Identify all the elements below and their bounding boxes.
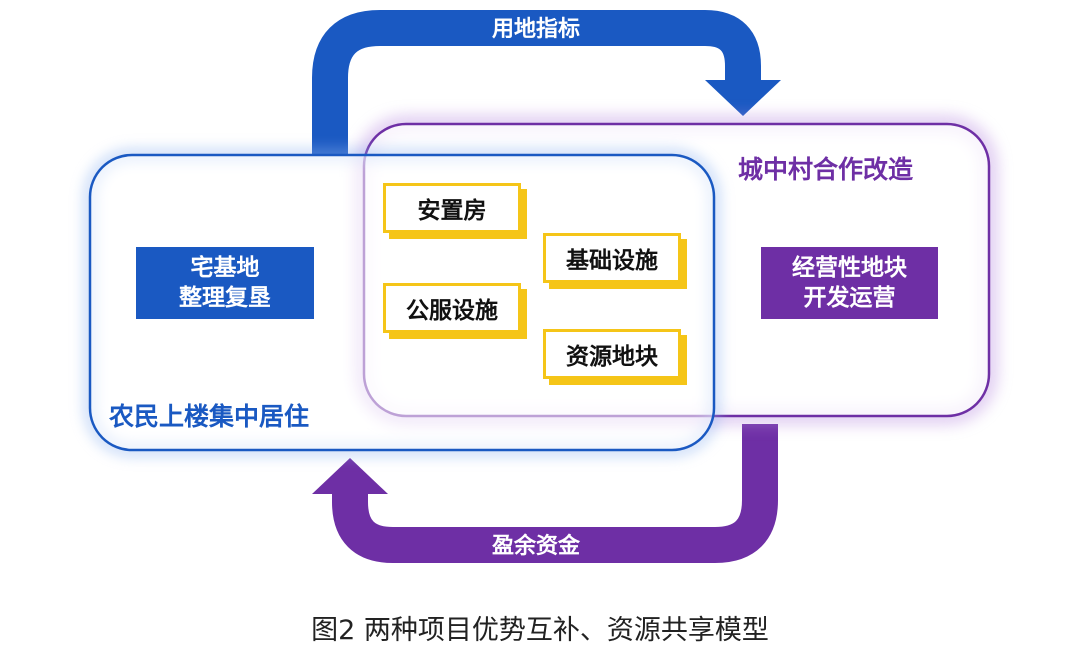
tag-resettlement-housing: 安置房 bbox=[383, 183, 521, 233]
commercial-plot-box: 经营性地块 开发运营 bbox=[761, 247, 938, 319]
top-arrow-label: 用地指标 bbox=[492, 16, 580, 42]
figure-caption: 图2 两种项目优势互补、资源共享模型 bbox=[311, 615, 769, 646]
left-region-title: 农民上楼集中居住 bbox=[109, 402, 310, 431]
tag-infrastructure: 基础设施 bbox=[543, 233, 681, 283]
top-arrow-shaft bbox=[312, 10, 761, 155]
homestead-line-1: 宅基地 bbox=[190, 255, 260, 281]
top-arrow-head bbox=[705, 80, 781, 116]
commercial-line-2: 开发运营 bbox=[803, 285, 896, 311]
tag-resource-plot: 资源地块 bbox=[543, 329, 681, 379]
right-region-title: 城中村合作改造 bbox=[738, 155, 914, 184]
homestead-box: 宅基地 整理复垦 bbox=[136, 247, 314, 319]
bottom-arrow-head bbox=[312, 458, 388, 494]
tag-public-facilities: 公服设施 bbox=[383, 283, 521, 333]
bottom-arrow-shaft bbox=[332, 424, 778, 563]
homestead-line-2: 整理复垦 bbox=[179, 285, 271, 311]
bottom-arrow-label: 盈余资金 bbox=[491, 533, 581, 559]
commercial-line-1: 经营性地块 bbox=[792, 255, 907, 281]
